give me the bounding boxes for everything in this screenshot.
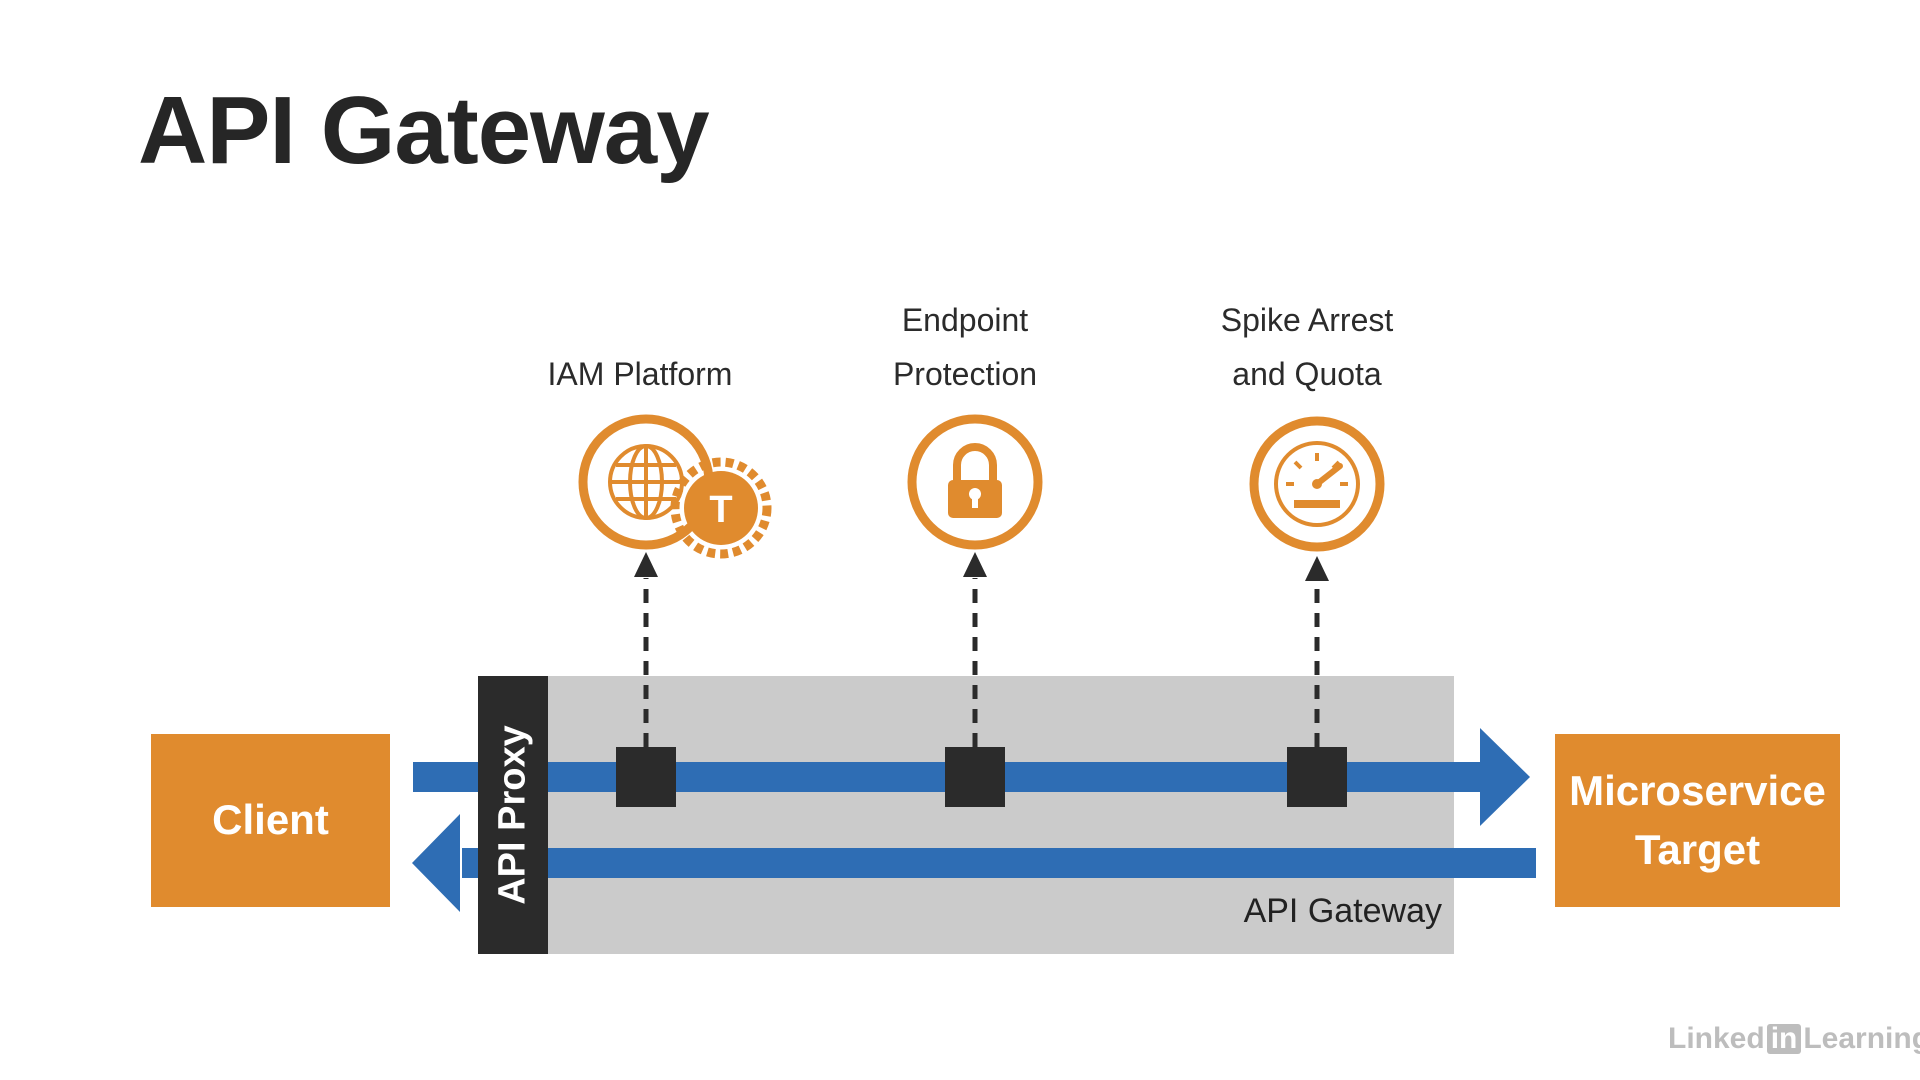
client-label: Client bbox=[212, 796, 329, 844]
speedometer-icon bbox=[1249, 416, 1385, 552]
brand-part-learning: Learning bbox=[1803, 1022, 1920, 1055]
target-label-line-1: Microservice bbox=[1569, 766, 1826, 814]
padlock-icon bbox=[907, 414, 1043, 550]
brand-part-linked: Linked bbox=[1668, 1022, 1765, 1055]
api-gateway-area bbox=[478, 676, 1454, 954]
brand-part-in: in bbox=[1766, 1024, 1802, 1054]
api-gateway-label: API Gateway bbox=[1243, 892, 1442, 930]
spike-arrest-policy-node bbox=[1287, 747, 1347, 807]
endpoint-protection-label: Endpoint Protection bbox=[815, 293, 1115, 401]
endpoint-protection-label-line-2: Protection bbox=[892, 356, 1038, 392]
iam-connector bbox=[634, 552, 658, 747]
response-arrow bbox=[412, 814, 1536, 912]
spike-arrest-label: Spike Arrest and Quota bbox=[1157, 293, 1457, 401]
spike-arrest-label-line-1: Spike Arrest bbox=[1220, 302, 1394, 338]
endpoint-protection-label-line-1: Endpoint bbox=[901, 302, 1029, 338]
iam-platform-label: IAM Platform bbox=[490, 347, 790, 401]
endpoint-policy-node bbox=[945, 747, 1005, 807]
iam-platform-label-line-2: IAM Platform bbox=[547, 356, 733, 392]
api-proxy-label: API Proxy bbox=[491, 725, 534, 905]
spike-arrest-label-line-2: and Quota bbox=[1232, 356, 1382, 392]
globe-token-icon bbox=[578, 414, 772, 559]
microservice-target-box: Microservice Target bbox=[1555, 734, 1840, 907]
target-label-line-2: Target bbox=[1634, 825, 1761, 873]
spike-arrest-connector bbox=[1305, 556, 1329, 747]
token-badge-letter: T bbox=[709, 489, 732, 531]
slide-title: API Gateway bbox=[138, 77, 710, 184]
microservice-target-text: Microservice Target bbox=[1569, 762, 1826, 880]
token-gear-icon bbox=[670, 457, 772, 559]
api-proxy-bar bbox=[478, 676, 548, 954]
client-box: Client bbox=[151, 734, 390, 907]
endpoint-connector bbox=[963, 552, 987, 747]
iam-policy-node bbox=[616, 747, 676, 807]
